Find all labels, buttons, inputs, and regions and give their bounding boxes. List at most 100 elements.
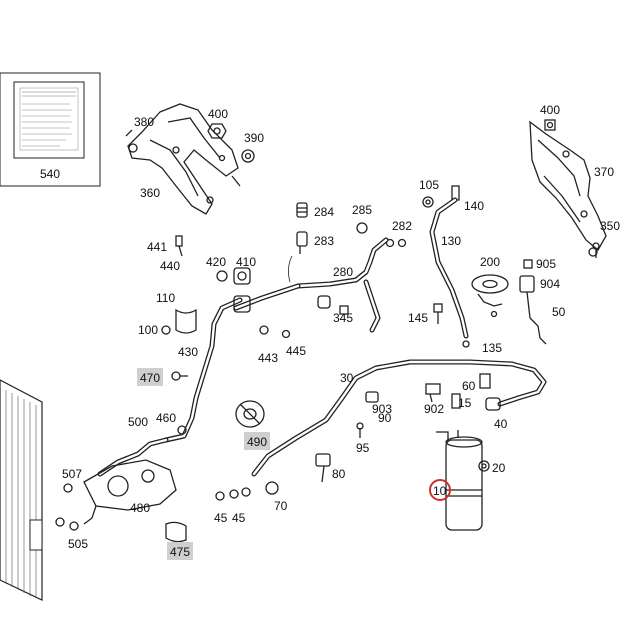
label-40: 40	[494, 417, 508, 431]
nut-20	[478, 460, 490, 472]
pipe-30	[251, 359, 547, 477]
highlight-475	[167, 542, 193, 560]
label-95: 95	[356, 441, 370, 455]
cap-285	[356, 222, 368, 234]
label-400-right: 400	[540, 103, 560, 117]
clamp-475	[165, 521, 187, 543]
nut-390	[241, 149, 255, 163]
label-105: 105	[419, 178, 439, 192]
arrow-283	[288, 255, 293, 283]
label-370: 370	[594, 165, 614, 179]
label-490: 490	[247, 435, 267, 449]
hose-500	[97, 437, 169, 477]
nut-45	[215, 487, 251, 501]
highlight-490	[244, 432, 270, 450]
label-280: 280	[333, 265, 353, 279]
label-284: 284	[314, 205, 334, 219]
label-445: 445	[286, 344, 306, 358]
label-380: 380	[134, 115, 154, 129]
label-140: 140	[464, 199, 484, 213]
label-30: 30	[340, 371, 354, 385]
label-360: 360	[140, 186, 160, 200]
nut-400-right	[544, 119, 556, 131]
label-345: 345	[333, 311, 353, 325]
bracket-60	[479, 373, 491, 389]
label-45-b: 45	[232, 511, 246, 525]
bolt-507	[63, 483, 73, 493]
label-441: 441	[147, 240, 167, 254]
label-540: 540	[40, 167, 60, 181]
label-470: 470	[140, 371, 160, 385]
fitting-40	[485, 397, 501, 411]
label-282: 282	[392, 219, 412, 233]
hose-280	[295, 237, 389, 333]
seal-505	[55, 517, 79, 531]
label-90: 90	[378, 411, 392, 425]
label-507: 507	[62, 467, 82, 481]
label-390: 390	[244, 131, 264, 145]
label-283: 283	[314, 234, 334, 248]
bolt-350	[592, 242, 600, 258]
hose-430	[163, 283, 301, 443]
label-50: 50	[552, 305, 566, 319]
condenser	[0, 379, 43, 601]
seal-135	[462, 340, 470, 348]
seal-105	[422, 196, 434, 208]
pulley-490	[235, 400, 265, 428]
label-505: 505	[68, 537, 88, 551]
nut-400-left	[207, 123, 227, 139]
label-15: 15	[458, 396, 472, 410]
fitting-345	[317, 295, 349, 315]
label-904: 904	[540, 277, 560, 291]
sensor-80	[315, 453, 331, 483]
label-100: 100	[138, 323, 158, 337]
label-500: 500	[128, 415, 148, 429]
label-443: 443	[258, 351, 278, 365]
label-420: 420	[206, 255, 226, 269]
valve-15	[451, 393, 461, 409]
clip-905	[523, 259, 533, 269]
label-460: 460	[156, 411, 176, 425]
callout-circle-10	[429, 479, 451, 501]
label-130: 130	[441, 234, 461, 248]
oring-420	[216, 270, 228, 282]
label-350: 350	[600, 219, 620, 233]
label-285: 285	[352, 203, 372, 217]
label-45-a: 45	[214, 511, 228, 525]
bolt-470	[171, 371, 188, 381]
label-475: 475	[170, 545, 190, 559]
label-10: 10	[433, 484, 447, 498]
seal-460	[177, 425, 187, 435]
switch-903	[425, 383, 441, 403]
fitting-441	[175, 235, 183, 257]
highlight-470	[137, 368, 163, 386]
sensor-904	[519, 275, 535, 319]
valve-410	[233, 267, 251, 285]
receiver-drier-10	[436, 430, 483, 531]
screw-95	[356, 422, 364, 438]
compressor-480	[83, 459, 177, 525]
valve-90	[365, 391, 379, 403]
label-80: 80	[332, 467, 346, 481]
label-440: 440	[160, 259, 180, 273]
label-430: 430	[178, 345, 198, 359]
bolt-145	[433, 303, 443, 324]
label-905: 905	[536, 257, 556, 271]
seal-443	[259, 325, 269, 335]
label-plate-540	[0, 72, 101, 187]
valve-283	[296, 231, 308, 254]
oring-70	[265, 481, 279, 495]
label-902: 902	[424, 402, 444, 416]
seal-282	[385, 238, 407, 248]
pipe-130	[429, 197, 469, 339]
cable-50	[529, 317, 547, 345]
label-400-left: 400	[208, 107, 228, 121]
bracket-assembly-370	[529, 120, 607, 257]
label-410: 410	[236, 255, 256, 269]
label-135: 135	[482, 341, 502, 355]
label-60: 60	[462, 379, 476, 393]
label-480: 480	[130, 501, 150, 515]
nut-100	[161, 325, 171, 335]
label-145: 145	[408, 311, 428, 325]
